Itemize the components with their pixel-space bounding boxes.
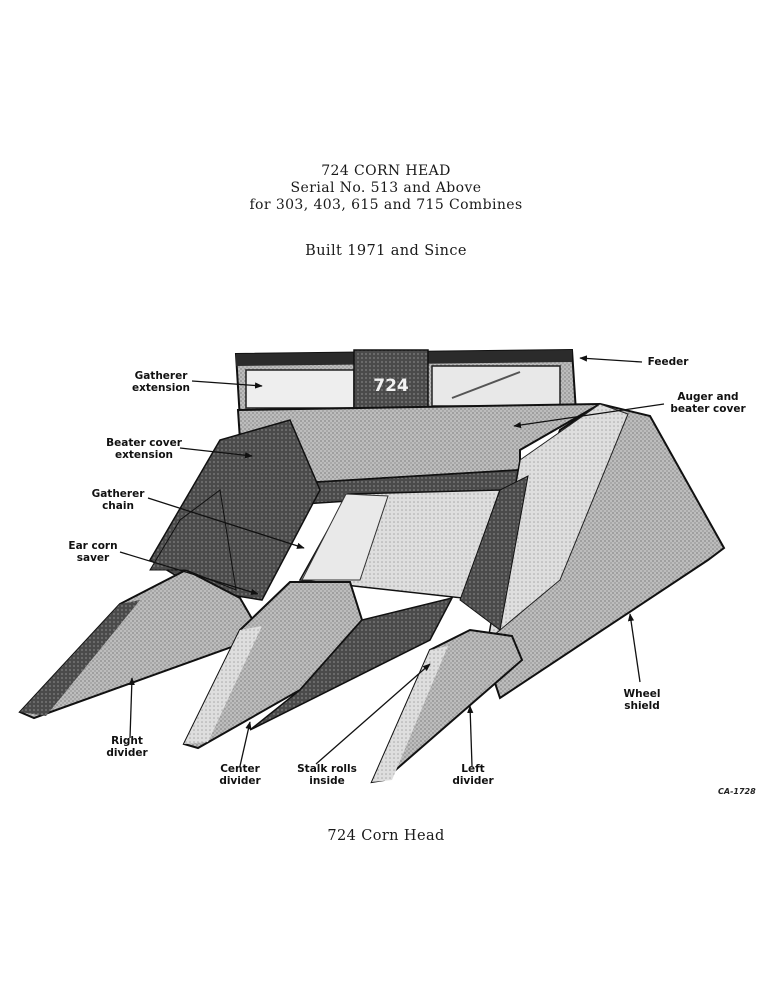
title-line-2: Serial No. 513 and Above	[290, 180, 482, 196]
leader-center-divider	[239, 721, 252, 767]
label-feeder: Feeder	[647, 356, 689, 368]
leader-stalk-rolls	[315, 663, 431, 765]
model-badge: 724	[373, 376, 409, 396]
title-line-1: 724 CORN HEAD	[321, 163, 451, 179]
leader-gatherer-chain	[147, 497, 305, 549]
feeder-housing	[234, 348, 578, 437]
leader-beater-cover-extension	[179, 447, 253, 459]
center-divider	[182, 581, 454, 750]
right-divider	[18, 489, 264, 720]
leader-wheel-shield	[627, 613, 641, 683]
leader-right-divider	[128, 677, 135, 739]
leader-feeder	[579, 355, 643, 363]
leader-left-divider	[467, 705, 474, 767]
built-date: Built 1971 and Since	[305, 243, 467, 259]
leader-lines	[119, 355, 665, 767]
leader-ear-corn-saver	[119, 551, 259, 595]
left-divider	[370, 475, 529, 784]
title-line-3: for 303, 403, 615 and 715 Combines	[249, 197, 523, 213]
figure-code: CA-1728	[718, 787, 756, 796]
leader-gatherer-extension	[191, 380, 263, 389]
figure-caption: 724 Corn Head	[327, 828, 445, 844]
leader-auger-beater-cover	[513, 403, 665, 429]
